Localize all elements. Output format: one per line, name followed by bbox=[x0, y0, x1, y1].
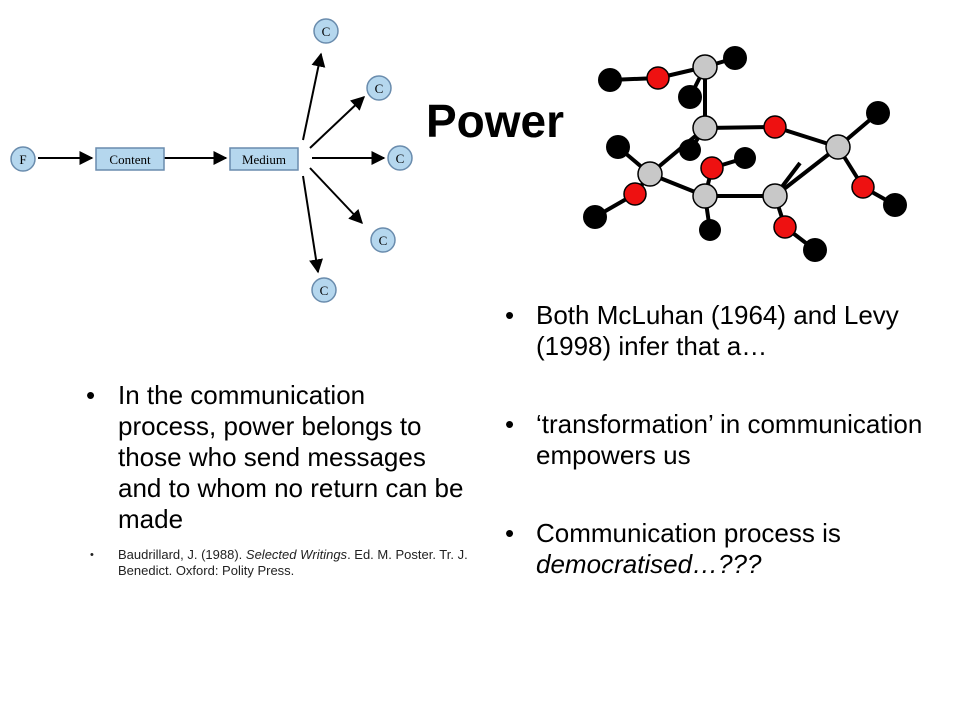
right-bullet-3: Communication process is democratised…??… bbox=[505, 518, 935, 580]
receiver-node-5: C bbox=[311, 277, 337, 303]
receiver-node-3: C bbox=[387, 145, 413, 171]
slide-title: Power bbox=[426, 95, 565, 147]
arrow-to-c1 bbox=[302, 52, 326, 141]
content-node: Content bbox=[95, 147, 165, 171]
receiver-label: C bbox=[320, 283, 329, 298]
receiver-node-2: C bbox=[366, 75, 392, 101]
receiver-node-1: C bbox=[313, 18, 339, 44]
reference-part1: Baudrillard, J. (1988). bbox=[118, 547, 246, 562]
medium-node: Medium bbox=[229, 147, 299, 171]
content-label: Content bbox=[109, 152, 151, 167]
right-bullet-1: Both McLuhan (1964) and Levy (1998) infe… bbox=[505, 300, 935, 362]
receiver-label: C bbox=[379, 233, 388, 248]
left-bullet-list: In the communication process, power belo… bbox=[86, 380, 470, 579]
receiver-label: C bbox=[375, 81, 384, 96]
receiver-node-4: C bbox=[370, 227, 396, 253]
receiver-label: C bbox=[396, 151, 405, 166]
arrow-to-c2 bbox=[309, 96, 366, 149]
oxygen-atoms bbox=[623, 66, 875, 239]
hydrogen-atoms bbox=[583, 46, 907, 262]
right-bullet-3-emphasis: democratised…??? bbox=[536, 549, 762, 579]
arrow-to-c5 bbox=[302, 175, 323, 274]
receiver-label: C bbox=[322, 24, 331, 39]
reference-title: Selected Writings bbox=[245, 547, 348, 562]
right-bullet-2: ‘transformation’ in communication empowe… bbox=[505, 409, 935, 471]
right-bullet-list: Both McLuhan (1964) and Levy (1998) infe… bbox=[505, 300, 935, 580]
right-bullet-3-text: Communication process is bbox=[536, 518, 841, 548]
arrow-to-c4 bbox=[309, 167, 363, 225]
reference-part2: . Ed. M. Poster. Tr. J. Benedict. Oxford… bbox=[118, 547, 468, 578]
communication-flow-diagram: F Content Medium C C C C C bbox=[10, 18, 413, 303]
source-label: F bbox=[19, 152, 26, 167]
left-bullet-main: In the communication process, power belo… bbox=[86, 380, 470, 535]
medium-label: Medium bbox=[242, 152, 286, 167]
left-bullet-reference: Baudrillard, J. (1988). Selected Writing… bbox=[86, 547, 470, 579]
molecule-illustration bbox=[583, 46, 907, 262]
carbon-atoms bbox=[637, 54, 851, 209]
source-node: F bbox=[10, 146, 36, 172]
